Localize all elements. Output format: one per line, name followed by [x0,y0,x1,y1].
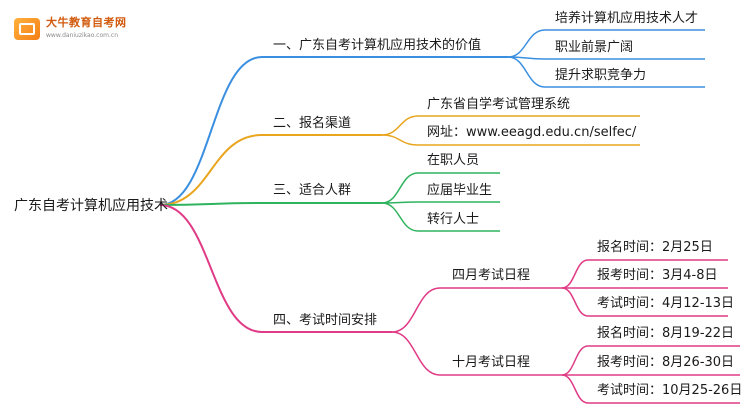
leaf-audience-employed: 在职人员 [427,153,480,168]
connector-october-leaf-0 [561,345,589,376]
leaf-audience-career-changers: 转行人士 [427,212,480,227]
branch-channel: 二、报名渠道 [273,116,352,131]
connector-root-schedule [159,204,263,333]
connector-root-value [159,56,263,206]
connector-root-channel [159,134,263,206]
leaf-april-exam: 考试时间：4月12-13日 [597,296,735,311]
leaf-april-application: 报考时间：3月4-8日 [597,268,718,283]
branch-value: 一、广东自考计算机应用技术的价值 [273,38,482,53]
leaf-value-prospect: 职业前景广阔 [555,40,634,55]
connector-april-leaf-2 [561,287,589,317]
connector-value-leaf-0 [507,29,546,58]
leaf-value-talent: 培养计算机应用技术人才 [555,11,699,26]
leaf-april-registration: 报名时间：2月25日 [597,240,713,255]
connector-audience-leaf-0 [381,172,419,204]
connector-october-leaf-2 [561,374,589,404]
sub-april-schedule: 四月考试日程 [452,268,531,283]
connector-value-leaf-2 [507,56,546,88]
connector-channel-leaf-1 [381,134,419,146]
connector-root-audience [159,202,263,206]
branch-schedule: 四、考试时间安排 [273,313,378,328]
connector-channel-leaf-0 [381,115,419,136]
leaf-value-competitiveness: 提升求职竞争力 [555,68,647,83]
root-topic: 广东自考计算机应用技术 [14,198,168,214]
sub-october-schedule: 十月考试日程 [452,355,531,370]
connector-schedule-october [391,331,441,376]
connector-schedule-april [391,287,441,333]
leaf-audience-graduates: 应届毕业生 [427,183,493,198]
logo-url: www.daniuzikao.com.cn [46,32,118,39]
leaf-channel-system: 广东省自学考试管理系统 [427,97,571,112]
branch-audience: 三、适合人群 [273,183,352,198]
leaf-october-application: 报考时间：8月26-30日 [597,355,735,370]
logo-name: 大牛教育自考网 [46,16,127,29]
connector-audience-leaf-2 [381,202,419,232]
leaf-channel-url: 网址：www.eeagd.edu.cn/selfec/ [427,125,637,140]
leaf-october-exam: 考试时间：10月25-26日 [597,383,743,398]
leaf-october-registration: 报名时间：8月19-22日 [597,326,735,341]
site-logo: 大牛教育自考网 www.daniuzikao.com.cn [14,12,154,48]
connector-april-leaf-0 [561,259,589,289]
book-icon [14,18,40,40]
